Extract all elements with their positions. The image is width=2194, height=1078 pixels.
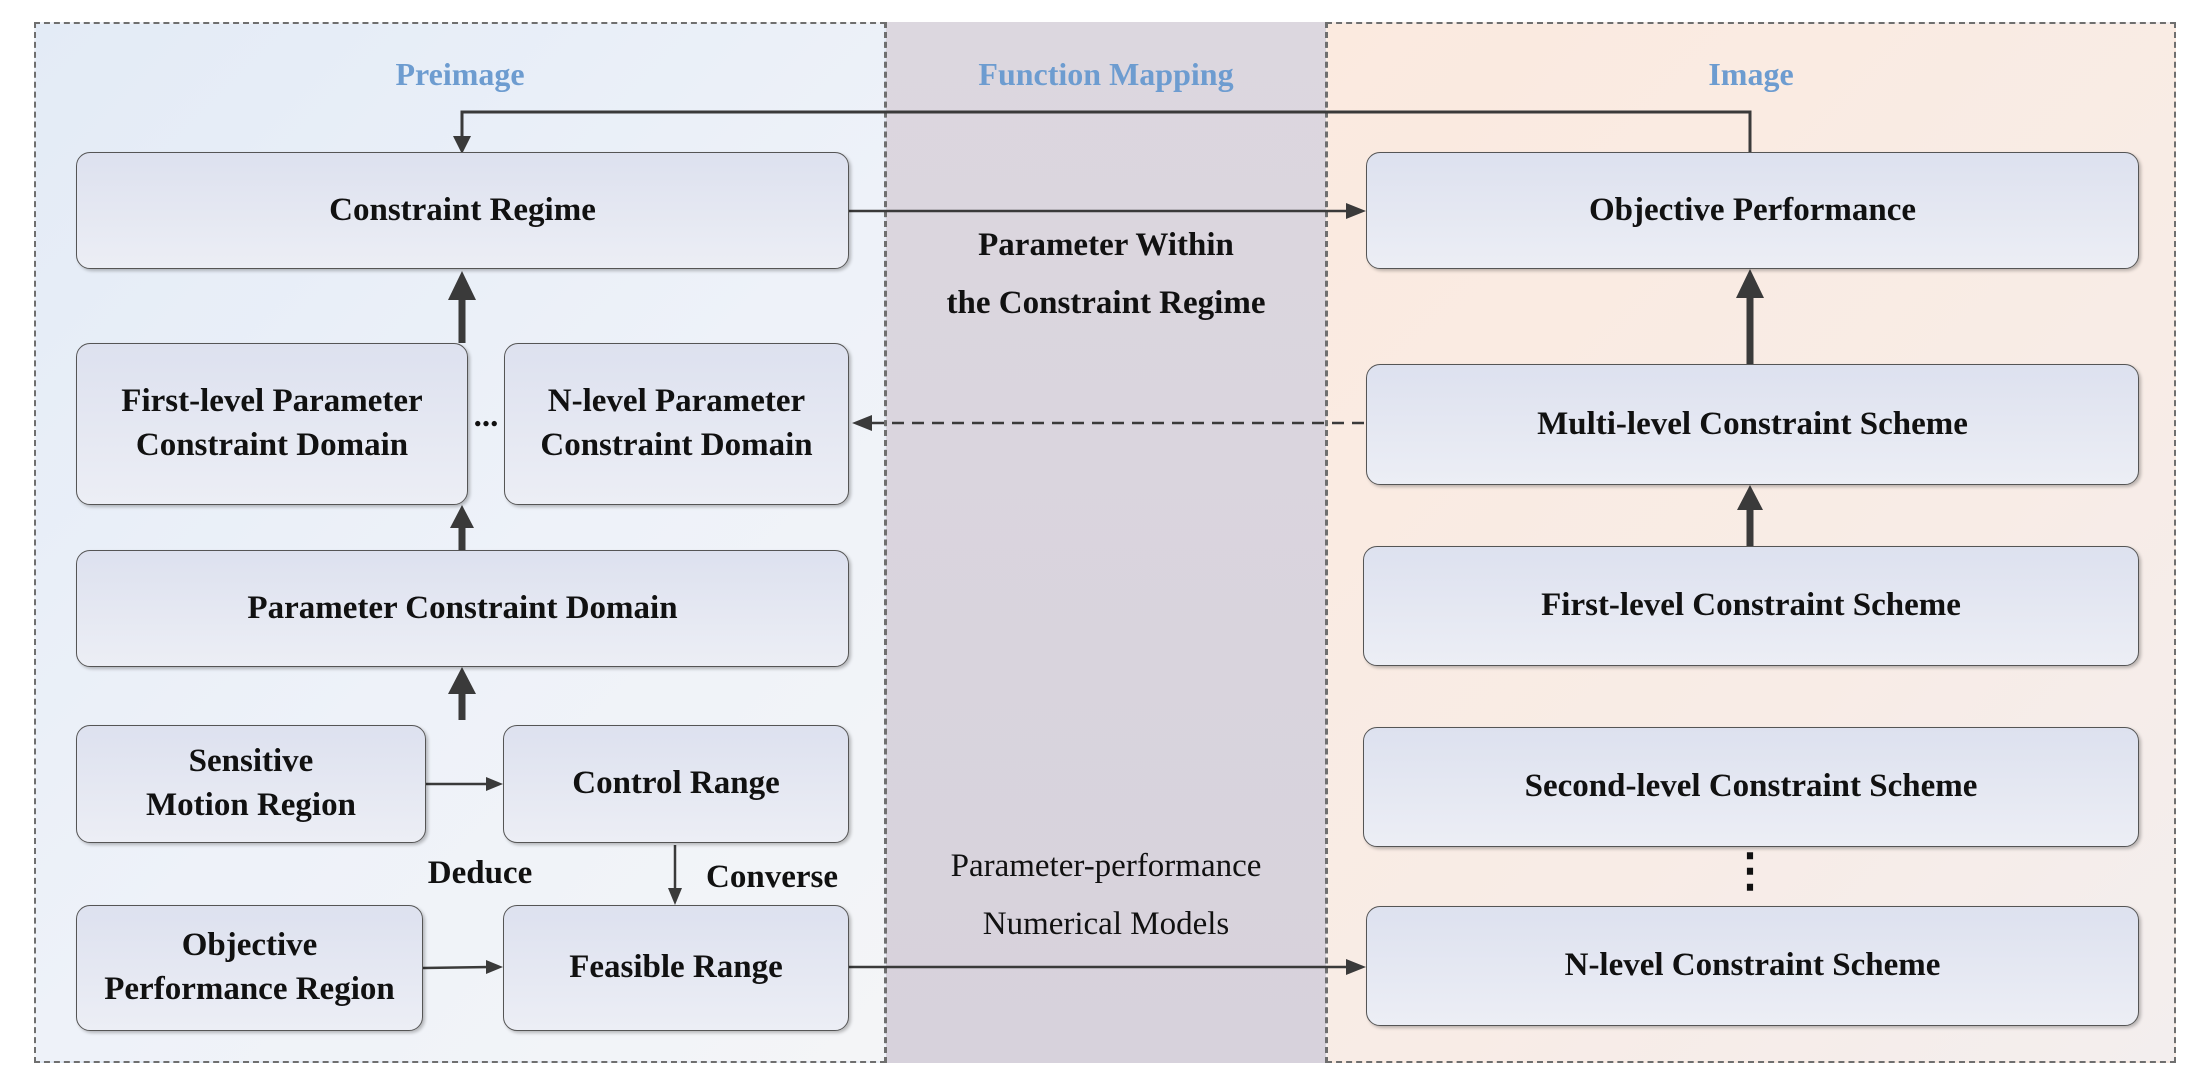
regime-to-performance-arrowhead — [1346, 203, 1366, 219]
n-level-scheme-label: N-level Constraint Scheme — [1564, 947, 1941, 984]
control-range-box: Control Range — [503, 725, 849, 843]
constraint-regime-label: Constraint Regime — [329, 191, 596, 228]
numerical-models-label-line2: Numerical Models — [982, 906, 1230, 942]
constraint-regime-box: Constraint Regime — [76, 152, 849, 269]
scheme-to-domain-dashed-arrowhead — [852, 415, 872, 431]
second-level-scheme-label: Second-level Constraint Scheme — [1524, 768, 1978, 805]
parameter-within-label-line2: the Constraint Regime — [946, 285, 1266, 321]
preimage-title: Preimage — [395, 56, 525, 92]
feasible-range-box: Feasible Range — [503, 905, 849, 1031]
first-level-scheme-box: First-level Constraint Scheme — [1363, 546, 2139, 666]
control-range-label: Control Range — [572, 765, 780, 802]
parameter-within-label-line1: Parameter Within — [978, 227, 1234, 263]
multi-level-scheme-box: Multi-level Constraint Scheme — [1366, 364, 2139, 485]
right-divider — [1325, 22, 1327, 1063]
function-mapping-title: Function Mapping — [978, 56, 1234, 92]
function-mapping-panel — [886, 22, 1326, 1063]
objective-performance-region-box: Objective Performance Region — [76, 905, 423, 1031]
first-level-domain-label: First-level Parameter Constraint Domain — [121, 383, 423, 463]
feasible-to-nlevel-arrowhead — [1346, 959, 1366, 975]
n-level-scheme-box: N-level Constraint Scheme — [1366, 906, 2139, 1026]
sensitive-motion-region-label: Sensitive Motion Region — [146, 743, 356, 823]
domain-ellipsis: ... — [473, 398, 499, 434]
sensitive-motion-region-box: Sensitive Motion Region — [76, 725, 426, 843]
objective-performance-label: Objective Performance — [1588, 191, 1917, 228]
n-level-domain-box: N-level Parameter Constraint Domain — [504, 343, 849, 505]
performance-region-arrow — [422, 965, 491, 970]
first-level-scheme-label: First-level Constraint Scheme — [1541, 587, 1961, 624]
objective-performance-region-label: Objective Performance Region — [104, 927, 395, 1007]
ranges-to-pcd-arrowhead — [448, 667, 476, 694]
deduce-arrowhead — [486, 777, 503, 791]
vertical-ellipsis: ⋮ — [1727, 845, 1773, 896]
objective-performance-box: Objective Performance — [1366, 152, 2139, 269]
deduce-label: Deduce — [427, 855, 533, 891]
pcd-to-domains-arrowhead — [450, 505, 474, 528]
multi-to-performance-arrowhead — [1736, 269, 1764, 298]
image-title: Image — [1708, 56, 1794, 92]
feedback-loop-arrow — [460, 110, 1752, 152]
converse-label: Converse — [706, 859, 838, 895]
second-level-scheme-box: Second-level Constraint Scheme — [1363, 727, 2139, 847]
parameter-constraint-domain-label: Parameter Constraint Domain — [247, 589, 678, 626]
first-to-multi-arrowhead — [1737, 485, 1763, 510]
parameter-constraint-domain-box: Parameter Constraint Domain — [76, 550, 849, 667]
first-level-domain-box: First-level Parameter Constraint Domain — [76, 343, 468, 505]
numerical-models-label-line1: Parameter-performance — [950, 848, 1262, 884]
feasible-range-label: Feasible Range — [569, 949, 783, 986]
performance-region-arrowhead — [486, 960, 503, 974]
converse-arrowhead — [668, 888, 682, 905]
domains-to-regime-arrowhead — [448, 271, 476, 300]
n-level-domain-label: N-level Parameter Constraint Domain — [540, 383, 813, 463]
left-divider — [885, 22, 887, 1063]
multi-level-scheme-label: Multi-level Constraint Scheme — [1537, 405, 1968, 442]
feedback-loop-arrowhead — [453, 136, 471, 154]
